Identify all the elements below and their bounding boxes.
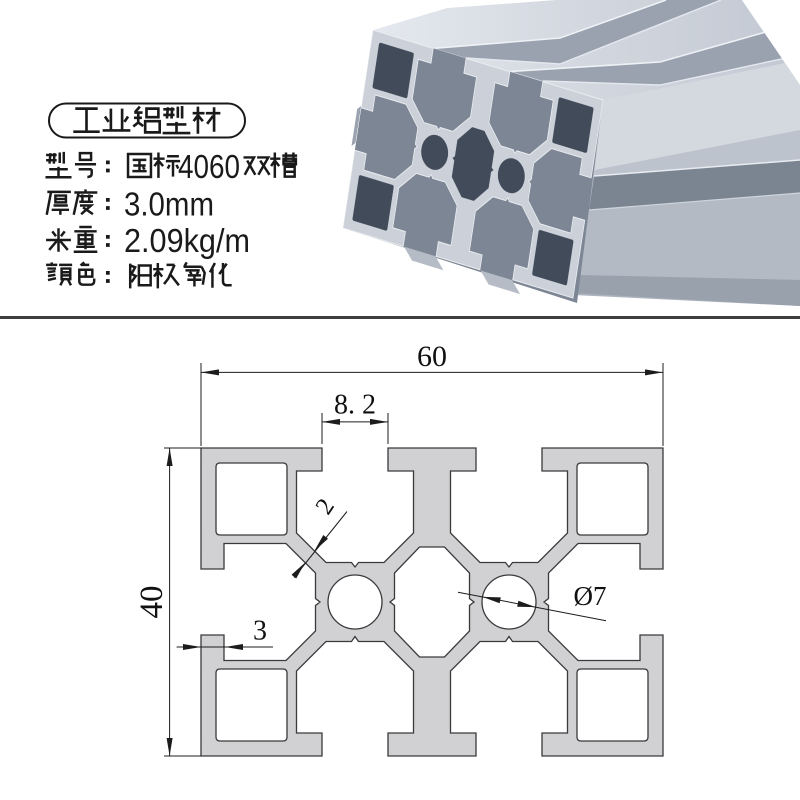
svg-text:Ø7: Ø7 [574, 581, 607, 611]
svg-text:4060: 4060 [178, 148, 240, 185]
svg-text:60: 60 [417, 340, 447, 373]
svg-text:8. 2: 8. 2 [334, 390, 376, 421]
svg-text:2: 2 [311, 494, 340, 519]
svg-text:2.09kg/m: 2.09kg/m [124, 222, 250, 259]
svg-text:3.0mm: 3.0mm [124, 186, 214, 223]
svg-text:40: 40 [134, 586, 170, 619]
svg-text:3: 3 [253, 616, 267, 647]
